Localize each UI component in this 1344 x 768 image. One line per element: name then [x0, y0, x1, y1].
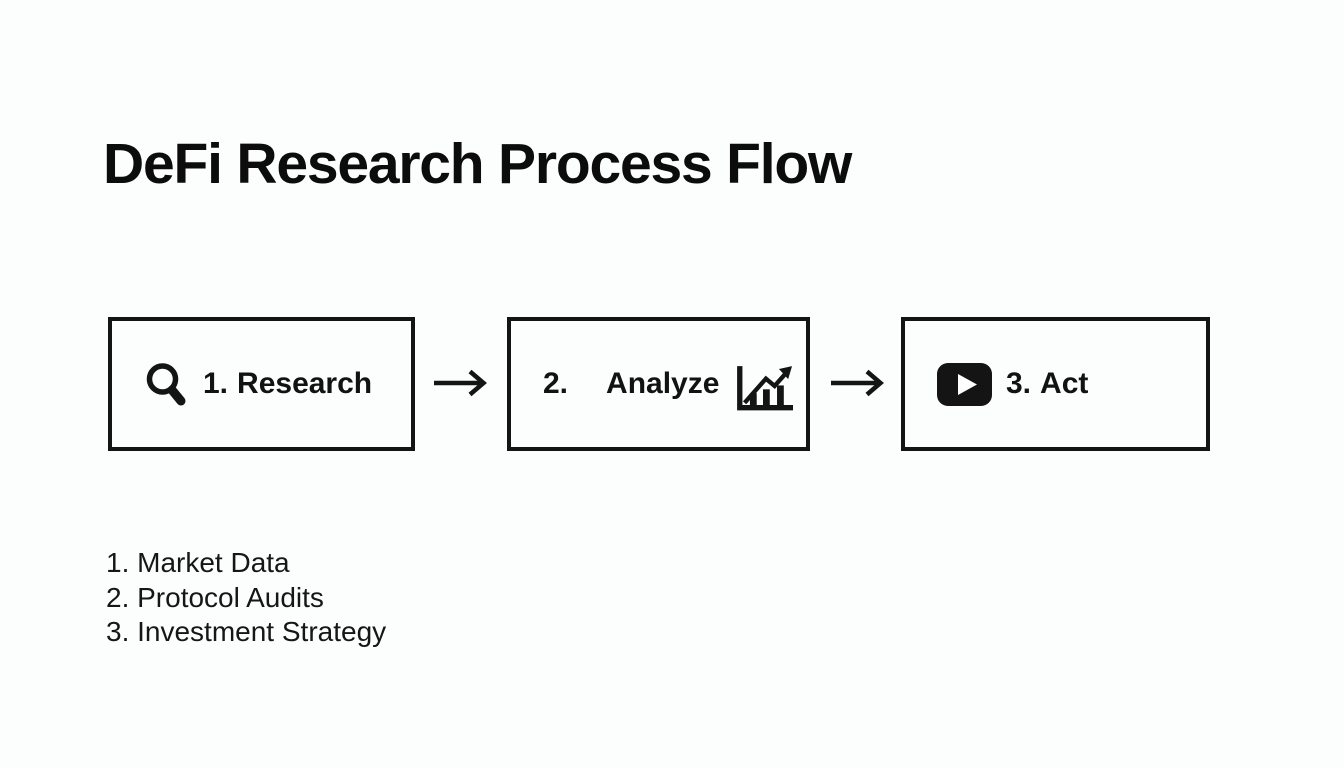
play-icon — [937, 362, 992, 406]
legend-item: 1. Market Data — [106, 547, 290, 578]
step-number: 2. — [543, 367, 569, 400]
page-title: DeFi Research Process Flow — [103, 132, 852, 196]
step-label: 1. Research — [203, 367, 372, 401]
flow-step-research: 1. Research — [108, 317, 415, 451]
step-label: 3. Act — [1006, 367, 1088, 401]
legend-list: 1. Market Data 2. Protocol Audits 3. Inv… — [106, 546, 386, 650]
flow-arrow-icon — [432, 367, 488, 399]
step-text: Act — [1040, 367, 1089, 400]
step-number: 3. — [1006, 367, 1032, 400]
step-label: 2. Analyze — [543, 367, 719, 401]
legend-item: 2. Protocol Audits — [106, 581, 324, 613]
flow-arrow-icon — [829, 367, 885, 399]
chart-trend-icon — [733, 356, 794, 412]
flow-step-act: 3. Act — [901, 317, 1210, 451]
legend-item: 3. Investment Strategy — [106, 616, 387, 648]
step-text: Analyze — [606, 367, 720, 400]
step-text: Research — [237, 367, 373, 400]
flow-step-analyze: 2. Analyze — [507, 317, 810, 451]
magnifier-icon — [144, 361, 189, 408]
step-number: 1. — [203, 367, 229, 400]
